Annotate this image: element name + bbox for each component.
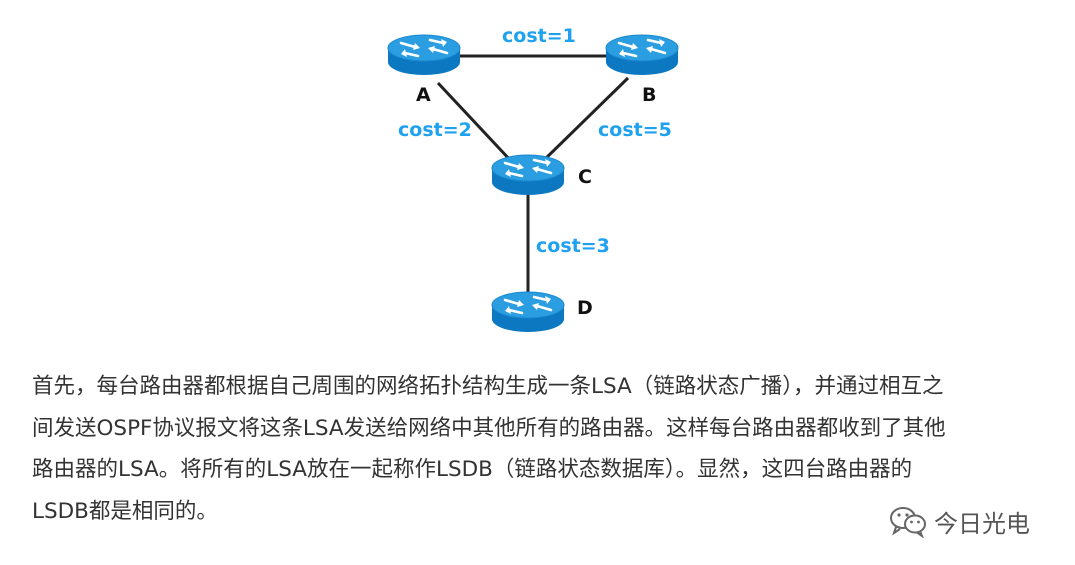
- router-b-label: B: [642, 84, 656, 106]
- paragraph-line: 间发送OSPF协议报文将这条LSA发送给网络中其他所有的路由器。这样每台路由器都…: [32, 415, 946, 441]
- link-a-c: [436, 81, 514, 164]
- link-c-d-cost: cost=3: [536, 235, 610, 257]
- router-b-icon: [604, 33, 680, 77]
- link-a-b-cost: cost=1: [502, 25, 576, 47]
- link-a-c-cost: cost=2: [398, 119, 472, 141]
- router-a-label: A: [416, 84, 431, 106]
- paragraph-line: 首先，每台路由器都根据自己周围的网络拓扑结构生成一条LSA（链路状态广播），并通…: [32, 374, 944, 399]
- watermark-text: 今日光电: [934, 509, 1030, 538]
- link-b-c-cost: cost=5: [598, 119, 672, 141]
- article-paragraph: 首先，每台路由器都根据自己周围的网络拓扑结构生成一条LSA（链路状态广播），并通…: [32, 366, 1052, 532]
- link-b-c: [540, 76, 630, 164]
- wechat-icon: [890, 507, 926, 538]
- watermark: 今日光电: [888, 500, 1030, 542]
- paragraph-line: 路由器的LSA。将所有的LSA放在一起称作LSDB（链路状态数据库）。显然，这四…: [32, 457, 913, 482]
- router-c-icon: [490, 153, 566, 197]
- paragraph-line: LSDB都是相同的。: [32, 498, 218, 524]
- router-a-icon: [386, 33, 462, 77]
- router-d-label: D: [577, 297, 593, 319]
- ospf-topology-diagram: A B C D cost=1 cost=2 cost=5 cost=3: [386, 25, 680, 334]
- router-c-label: C: [578, 166, 592, 188]
- router-d-icon: [490, 290, 566, 334]
